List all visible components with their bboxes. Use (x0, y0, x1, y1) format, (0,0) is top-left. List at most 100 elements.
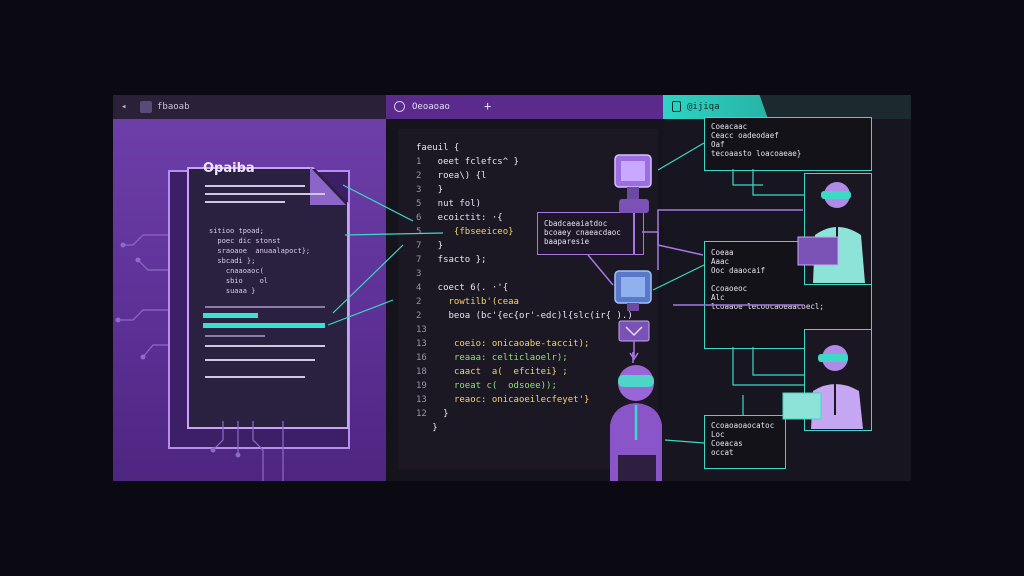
doc-code-line: sbcadi }; (209, 257, 256, 265)
line-number: 2 (416, 311, 422, 321)
line-number: 19 (416, 381, 427, 391)
box-line: Ooc daaocaif (711, 266, 766, 275)
tab-secondary[interactable]: @ijiqa (663, 95, 768, 119)
pen-icon (140, 101, 152, 113)
tooltip-text: Cbadcaeaiatdoc bcoaey cnaeacdaoc baapare… (544, 219, 621, 246)
doc-line (205, 359, 315, 361)
flow-lines (587, 209, 803, 363)
line-number: 4 (416, 283, 422, 293)
document-title: Opaiba (203, 161, 255, 176)
code-line: {fbseeiceo} (426, 227, 514, 237)
doc-code-line: sitioo tpoad; (209, 227, 264, 235)
output-box-top-text: Coeacaac Ceacc oadeodaef Oaf tecoaasto l… (711, 122, 801, 158)
box-line: Coeaa (711, 248, 734, 257)
output-box-top (704, 117, 872, 171)
document-panel (113, 119, 386, 481)
robot-middle (614, 270, 652, 361)
box-line: Coeacas (711, 439, 743, 448)
person-center (610, 365, 662, 481)
tab-secondary-label: @ijiqa (687, 102, 720, 112)
line-number: 3 (416, 269, 422, 279)
box-line: Alc (711, 293, 725, 302)
teal-arrows (652, 142, 804, 444)
code-content: faeuil { 1 oeet fclefcs^ } 2 roea\) {l 3… (416, 141, 633, 435)
document-code: sitioo tpoad; poec dic stonst sraoaoe an… (209, 216, 310, 296)
code-line: roeat c( odsoee)); (432, 381, 557, 391)
tooltip-box (537, 212, 644, 255)
line-number: 18 (416, 367, 427, 377)
code-line: faeuil { (416, 143, 460, 153)
output-box-bottom (704, 415, 786, 469)
box-line: occat (711, 448, 734, 457)
doc-code-line: sbio ol (209, 277, 269, 285)
tooltip-line: baaparesie (544, 237, 590, 246)
line-number: 2 (416, 297, 422, 307)
line-number: 7 (416, 241, 422, 251)
code-line: reaoc: onicaoeilecfeyet'} (432, 395, 590, 405)
line-number: 12 (416, 409, 427, 419)
code-line: ecoictit: ·{ (426, 213, 503, 223)
code-line: oeet fclefcs^ } (426, 157, 519, 167)
code-line: roea\) {l (426, 171, 487, 181)
person-top-right (797, 182, 865, 283)
doc-line (205, 306, 325, 308)
code-line: coect 6(. ·'{ (426, 283, 509, 293)
code-line: coeio: onicaoabe-taccit); (432, 339, 590, 349)
doc-line (205, 193, 325, 195)
line-number: 2 (416, 171, 422, 181)
doc-code-line: suaaa } (209, 287, 256, 295)
box-line: tecoaasto loacoaeae} (711, 149, 802, 158)
code-line: nut fol) (426, 199, 482, 209)
doc-code-line: poec dic stonst (209, 237, 281, 245)
code-line: rowtilb'(ceaa (426, 297, 519, 307)
code-line: } (426, 185, 444, 195)
line-number: 3 (416, 185, 422, 195)
code-line: } (432, 423, 438, 433)
code-line: reaaa: celticlaoelr); (432, 353, 568, 363)
connector-lines (327, 184, 444, 326)
box-line: Loc (711, 430, 725, 439)
line-number: 13 (416, 395, 427, 405)
new-tab-button[interactable]: + (484, 99, 492, 113)
doc-highlight (203, 313, 258, 318)
tab-bar: ◂ fbaoab Oeoaoao + @ijiqa (113, 95, 911, 119)
line-number: 1 (416, 157, 422, 167)
doc-highlight (203, 323, 325, 328)
tooltip-line: Cbadcaeaiatdoc (544, 219, 608, 228)
output-box-bottom-text: Ccoaoaoaocatoc Loc Coeacas occat (711, 421, 774, 457)
robot-top (614, 154, 652, 255)
app-window: ◂ fbaoab Oeoaoao + @ijiqa Opaiba sitioo … (113, 95, 911, 481)
doc-line (205, 185, 305, 187)
box-line: Ceacc oadeodaef (711, 131, 779, 140)
line-number: 13 (416, 325, 427, 335)
box-line: Ccoaoaoaocatoc (711, 421, 775, 430)
line-number: 13 (416, 339, 427, 349)
tab-active[interactable]: Oeoaoao + (386, 95, 663, 119)
line-number: 5 (416, 227, 422, 237)
code-line: beoa (bc'{ec{or'-edc)l{slc(ir{ ).) (426, 311, 633, 321)
line-number: 7 (416, 255, 422, 265)
tab-active-label: Oeoaoao (412, 102, 450, 112)
box-line: lcoaaoe lecoocaoeaacoecl; (711, 302, 824, 311)
code-line: } (443, 409, 449, 419)
tooltip-line: bcoaey cnaeacdaoc (544, 228, 621, 237)
box-line: Aaac (711, 257, 730, 266)
box-line: Coeacaac (711, 122, 748, 131)
line-number: 6 (416, 213, 422, 223)
tab-circle-icon (394, 101, 405, 112)
output-box-middle-text: Coeaa Aaac Ooc daaocaif Ccoaoeoc Alc lco… (711, 248, 824, 311)
back-chevron-icon[interactable]: ◂ (121, 102, 127, 112)
box-line: Oaf (711, 140, 725, 149)
box-line: Ccoaoeoc (711, 284, 748, 293)
line-number: 5 (416, 199, 422, 209)
code-line: fsacto }; (426, 255, 487, 265)
diagram-overlay (115, 142, 865, 481)
doc-line (205, 335, 265, 337)
tab-file-label: fbaoab (157, 102, 190, 112)
person-bottom-right (782, 345, 863, 429)
code-line: caact a( efcitei} ; (432, 367, 568, 377)
line-number: 16 (416, 353, 427, 363)
tab-file[interactable]: ◂ fbaoab (113, 95, 386, 119)
doc-line (205, 376, 305, 378)
doc-line (205, 201, 285, 203)
